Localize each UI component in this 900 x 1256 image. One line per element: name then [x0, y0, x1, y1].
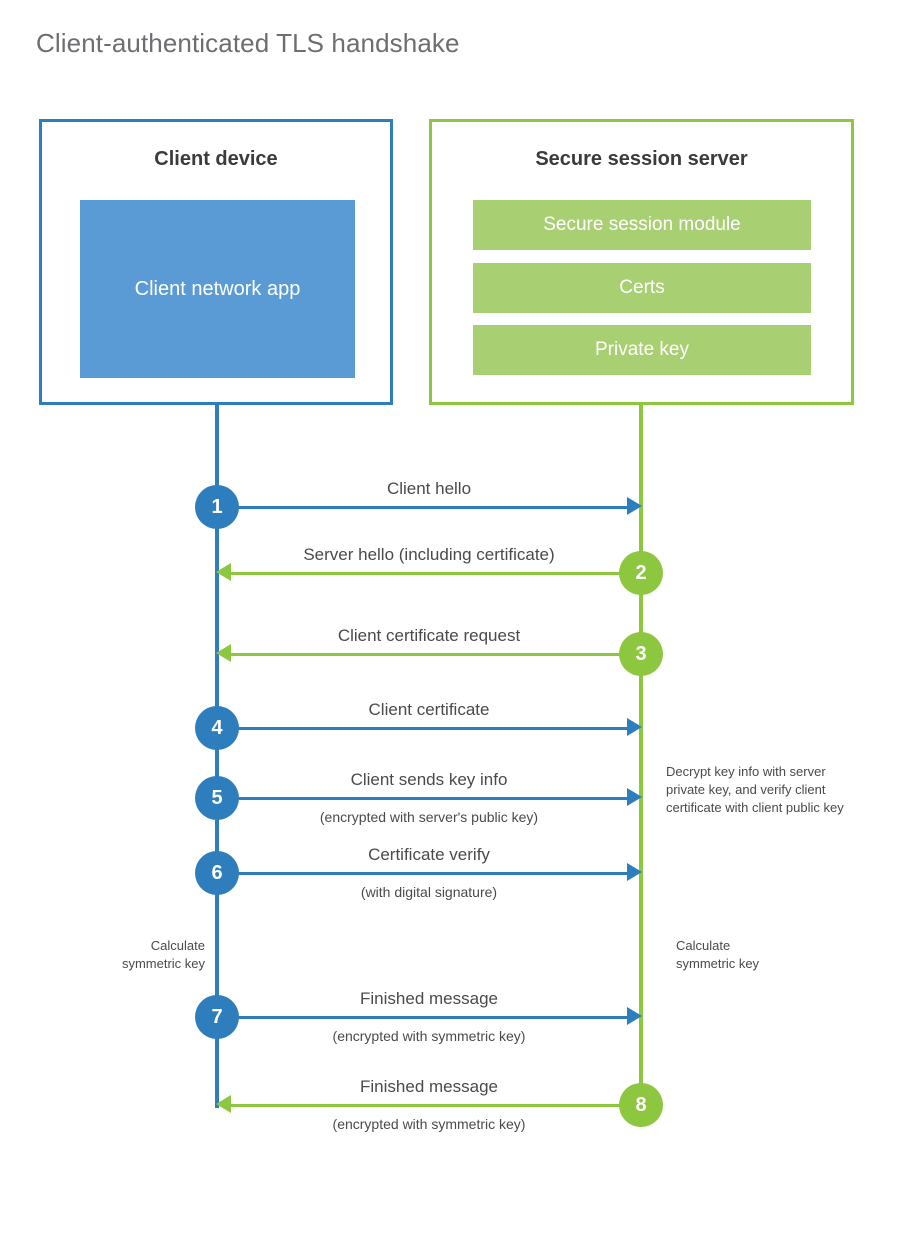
message-sublabel-step-7: (encrypted with symmetric key) [332, 1028, 526, 1044]
secure-session-server-box: Secure session server Secure session mod… [429, 119, 854, 405]
client-lifeline [215, 402, 219, 1108]
arrow-line-step-7 [217, 1016, 628, 1019]
arrow-head-step-4 [627, 718, 642, 736]
arrow-head-step-3 [216, 644, 231, 662]
step-badge-4[interactable]: 4 [195, 706, 239, 750]
message-sublabel-step-6: (with digital signature) [360, 884, 498, 900]
arrow-head-step-2 [216, 563, 231, 581]
arrow-line-step-8 [230, 1104, 641, 1107]
server-lifeline [639, 402, 643, 1108]
step-badge-2[interactable]: 2 [619, 551, 663, 595]
arrow-line-step-1 [217, 506, 628, 509]
server-module-secure-session-module: Secure session module [473, 200, 811, 250]
message-label-step-2: Server hello (including certificate) [303, 545, 555, 564]
arrow-line-step-3 [230, 653, 641, 656]
client-device-title: Client device [154, 148, 278, 170]
arrow-line-step-2 [230, 572, 641, 575]
arrow-head-step-5 [627, 788, 642, 806]
client-network-app-block: Client network app [80, 200, 355, 378]
message-label-step-7: Finished message [360, 989, 498, 1008]
message-label-step-8: Finished message [360, 1077, 498, 1096]
message-sublabel-step-8: (encrypted with symmetric key) [332, 1116, 526, 1132]
step-badge-7[interactable]: 7 [195, 995, 239, 1039]
message-label-step-6: Certificate verify [368, 845, 490, 864]
arrow-head-step-7 [627, 1007, 642, 1025]
message-label-step-4: Client certificate [368, 700, 490, 719]
step-badge-6[interactable]: 6 [195, 851, 239, 895]
arrow-line-step-4 [217, 727, 628, 730]
annotation-server-decrypt: Decrypt key info with server private key… [666, 764, 844, 815]
arrow-head-step-1 [627, 497, 642, 515]
message-label-step-5: Client sends key info [350, 770, 508, 789]
step-badge-3[interactable]: 3 [619, 632, 663, 676]
server-module-private-key: Private key [473, 325, 811, 375]
arrow-head-step-8 [216, 1095, 231, 1113]
server-module-certs: Certs [473, 263, 811, 313]
arrow-head-step-6 [627, 863, 642, 881]
message-sublabel-step-5: (encrypted with server's public key) [319, 809, 539, 825]
step-badge-5[interactable]: 5 [195, 776, 239, 820]
page-title: Client-authenticated TLS handshake [36, 28, 460, 58]
arrow-line-step-6 [217, 872, 628, 875]
secure-session-server-title: Secure session server [535, 148, 748, 170]
message-label-step-1: Client hello [386, 479, 472, 498]
step-badge-1[interactable]: 1 [195, 485, 239, 529]
arrow-line-step-5 [217, 797, 628, 800]
client-device-box: Client device Client network app [39, 119, 393, 405]
message-label-step-3: Client certificate request [337, 626, 521, 645]
step-badge-8[interactable]: 8 [619, 1083, 663, 1127]
